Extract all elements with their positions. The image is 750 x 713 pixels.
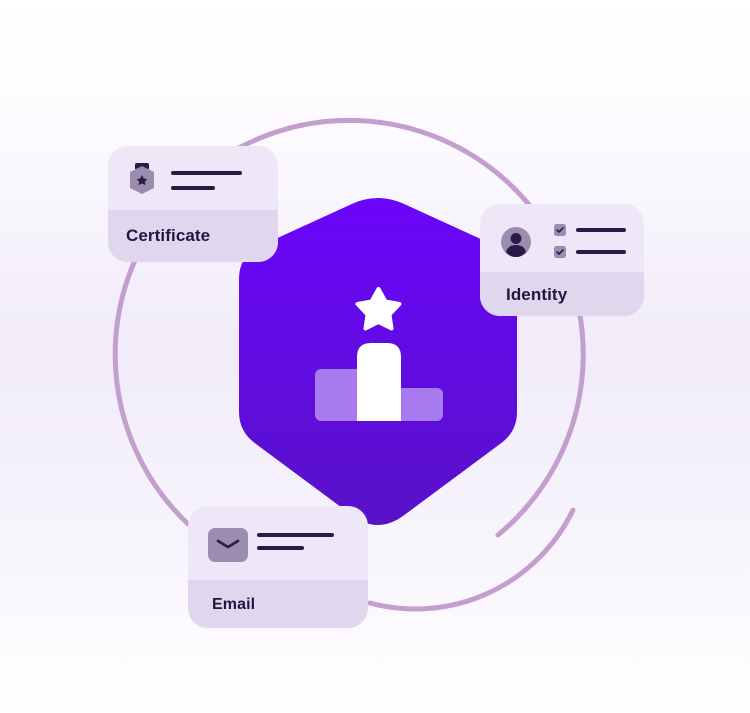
orbit-ring-lower [367, 507, 576, 612]
text-placeholder-line [171, 171, 242, 175]
email-card: Email [188, 506, 368, 628]
text-placeholder-line [576, 228, 626, 232]
certificate-label: Certificate [126, 226, 211, 245]
identity-card: Identity [480, 204, 644, 316]
certificate-card: Certificate [108, 146, 278, 262]
checkbox-checked-icon [554, 224, 566, 236]
orbit-ring [112, 117, 586, 538]
text-placeholder-line [171, 186, 215, 190]
certificate-badge-icon [130, 163, 154, 194]
user-avatar-icon [501, 227, 531, 257]
text-placeholder-line [257, 533, 334, 537]
text-placeholder-line [576, 250, 626, 254]
podium-star-icon [315, 287, 443, 421]
text-placeholder-line [257, 546, 304, 550]
envelope-icon [208, 528, 248, 562]
identity-label: Identity [506, 285, 568, 304]
checkbox-checked-icon [554, 246, 566, 258]
email-label: Email [212, 596, 256, 613]
